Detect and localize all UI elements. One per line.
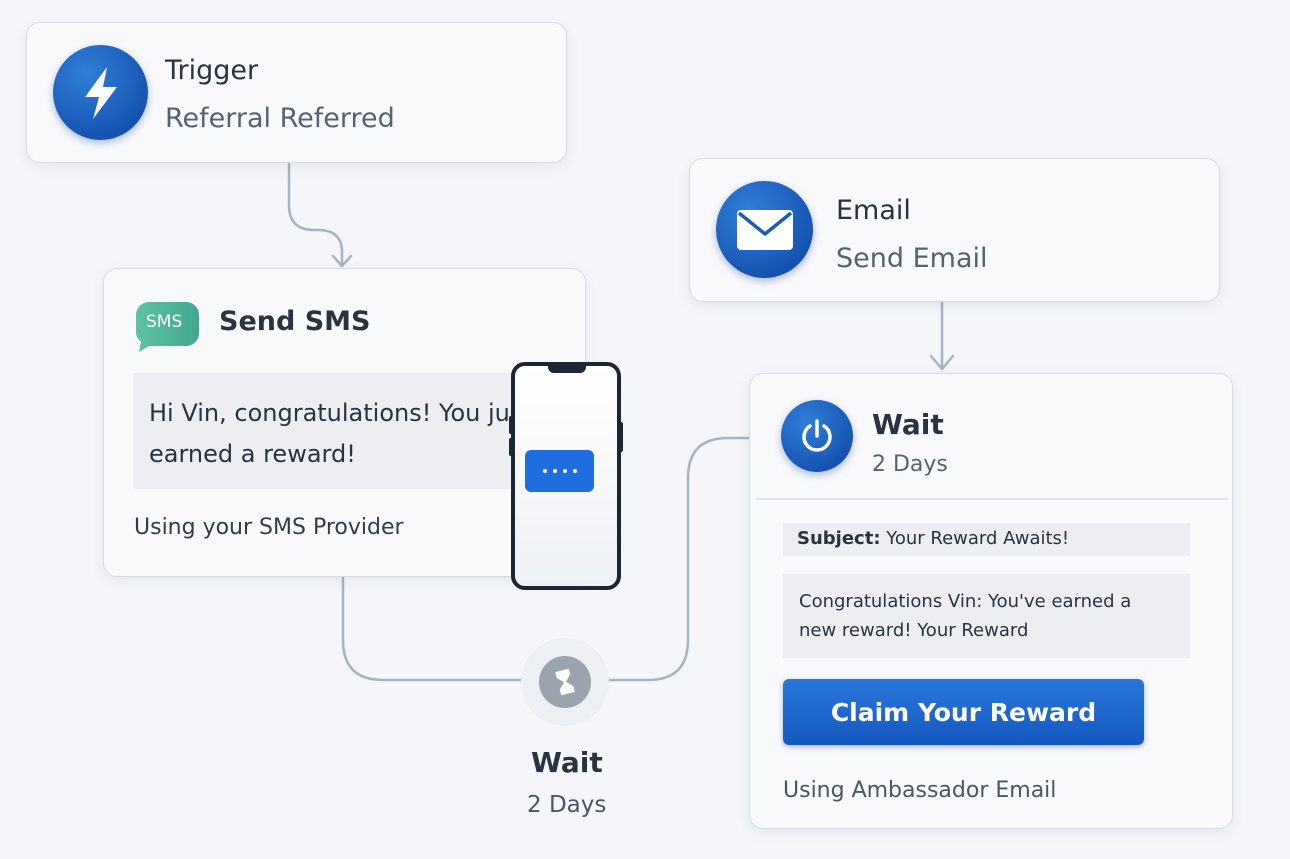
wait-middle-title: Wait (531, 746, 603, 779)
sms-bubble-icon: SMS (135, 300, 200, 352)
wait-email-node[interactable]: Wait 2 Days Subject: Your Reward Awaits!… (749, 373, 1233, 829)
lightning-bolt-icon (53, 45, 148, 140)
email-subtitle: Send Email (836, 243, 988, 274)
trigger-subtitle: Referral Referred (165, 103, 395, 134)
phone-illustration (509, 362, 623, 590)
email-subject: Subject: Your Reward Awaits! (783, 523, 1190, 556)
power-icon (781, 400, 853, 472)
connector-wait-to-wait-card (607, 436, 750, 682)
sms-badge-label: SMS (146, 312, 183, 332)
subject-value: Your Reward Awaits! (886, 528, 1070, 549)
sms-provider-label: Using your SMS Provider (134, 515, 404, 540)
email-body-preview: Congratulations Vin: You've earned a new… (783, 574, 1190, 658)
phone-side-button (509, 416, 513, 434)
divider (756, 498, 1228, 500)
chat-typing-icon (525, 450, 594, 492)
wait-node-middle[interactable] (521, 638, 609, 726)
phone-side-button (619, 422, 623, 452)
email-provider-label: Using Ambassador Email (783, 778, 1057, 803)
claim-reward-button[interactable]: Claim Your Reward (783, 679, 1144, 745)
wait-card-title: Wait (872, 408, 944, 441)
subject-label: Subject: (797, 528, 881, 549)
wait-middle-duration: 2 Days (527, 792, 607, 818)
hourglass-icon (539, 656, 591, 708)
trigger-node[interactable]: Trigger Referral Referred (26, 22, 567, 163)
wait-card-duration: 2 Days (872, 452, 948, 477)
connector-trigger-to-sms (287, 162, 344, 266)
email-node[interactable]: Email Send Email (689, 158, 1220, 302)
phone-side-button (509, 438, 513, 456)
sms-title: Send SMS (219, 306, 371, 337)
envelope-icon (716, 181, 813, 278)
sms-message-preview: Hi Vin, congratulations! You just earned… (133, 373, 563, 489)
arrowhead-wait-card (929, 354, 955, 371)
email-title: Email (836, 195, 911, 226)
phone-notch (548, 364, 586, 373)
connector-sms-to-wait (341, 575, 523, 682)
arrowhead-sms (331, 254, 353, 268)
trigger-title: Trigger (165, 55, 259, 86)
